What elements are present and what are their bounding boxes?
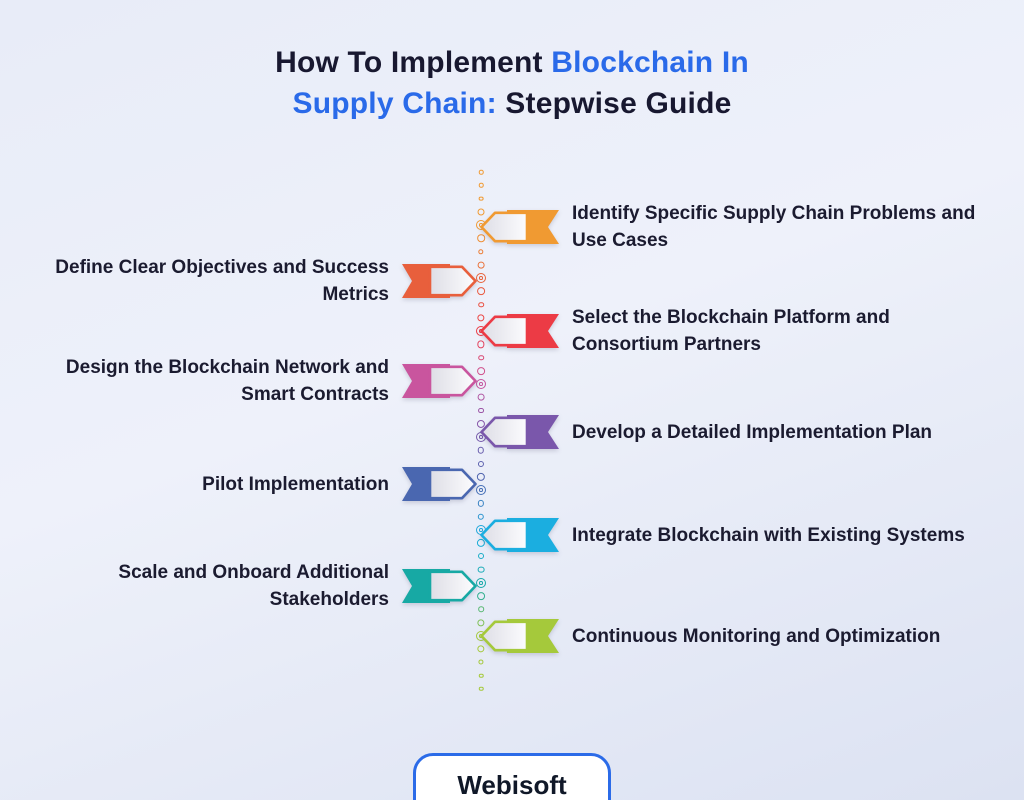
timeline-dot [478, 659, 484, 665]
timeline-dot [477, 460, 485, 467]
title-highlight-2: Supply Chain: [292, 87, 497, 120]
timeline-dot [477, 234, 485, 243]
timeline-dot [476, 538, 486, 548]
timeline-dot [477, 393, 485, 401]
timeline-dot [476, 273, 486, 283]
step-label: Design the Blockchain Network and Smart … [65, 357, 389, 405]
timeline-dot [476, 472, 486, 481]
timeline-dot [477, 500, 485, 507]
timeline-dot [478, 606, 484, 613]
timeline-dot [478, 301, 484, 308]
step-label: Continuous Monitoring and Optimization [572, 625, 941, 647]
timeline-dot [476, 577, 486, 588]
step-row-7: Integrate Blockchain with Existing Syste… [477, 518, 965, 552]
timeline-dot [478, 553, 484, 560]
brand-badge[interactable]: Webisoft [413, 753, 611, 800]
timeline-dot [478, 673, 484, 678]
timeline-dot [478, 354, 484, 361]
step-label: Scale and Onboard Additional Stakeholder… [118, 562, 389, 610]
step-row-9: Continuous Monitoring and Optimization [477, 619, 940, 653]
timeline-dot [478, 248, 484, 255]
title-highlight-1: Blockchain In [551, 46, 749, 79]
timeline-dot [477, 618, 485, 627]
step-row-4: Design the Blockchain Network and Smart … [66, 357, 480, 405]
title-text-dark-2: Stepwise Guide [496, 87, 732, 120]
timeline-dot [477, 261, 485, 269]
timeline-dot [477, 592, 485, 600]
ribbon-marker-icon [477, 619, 559, 653]
timeline-dot [476, 419, 486, 428]
timeline-dot [477, 447, 485, 454]
timeline-dot [478, 686, 484, 691]
ribbon-marker-icon [477, 314, 559, 348]
step-row-6: Pilot Implementation [202, 467, 480, 501]
ribbon-marker-icon [477, 518, 559, 552]
timeline-dot [476, 485, 486, 495]
timeline-dot [477, 566, 485, 573]
timeline-dot [476, 379, 486, 389]
title-text-dark-1: How To Implement [275, 46, 552, 79]
ribbon-marker-icon [477, 415, 559, 449]
timeline-dot [478, 196, 484, 201]
step-row-3: Select the Blockchain Platform and Conso… [477, 307, 890, 355]
step-label: Develop a Detailed Implementation Plan [572, 421, 933, 443]
step-row-2: Define Clear Objectives and Success Metr… [55, 257, 480, 305]
step-label: Integrate Blockchain with Existing Syste… [572, 524, 965, 546]
page-title: How To Implement Blockchain In Supply Ch… [0, 42, 1024, 124]
timeline-dot [477, 314, 485, 322]
timeline-dot [477, 645, 485, 653]
timeline-dot [478, 169, 484, 175]
ribbon-marker-icon [477, 210, 559, 244]
timeline-dot [478, 407, 484, 414]
ribbon-marker-icon [402, 467, 480, 501]
timeline-dot [478, 183, 484, 188]
ribbon-marker-icon [402, 364, 480, 398]
step-label: Identify Specific Supply Chain Problems … [572, 203, 976, 251]
timeline-dot [477, 287, 485, 296]
step-row-5: Develop a Detailed Implementation Plan [477, 415, 932, 449]
timeline-dot [477, 208, 485, 216]
ribbon-marker-icon [402, 264, 480, 298]
timeline-dot [477, 513, 485, 520]
step-row-8: Scale and Onboard Additional Stakeholder… [118, 562, 480, 610]
step-label: Define Clear Objectives and Success Metr… [55, 257, 389, 305]
timeline-dot [477, 366, 485, 375]
brand-name: Webisoft [457, 770, 567, 800]
step-row-1: Identify Specific Supply Chain Problems … [477, 203, 975, 251]
step-label: Select the Blockchain Platform and Conso… [572, 307, 890, 355]
ribbon-marker-icon [402, 569, 480, 603]
timeline-dot [477, 340, 485, 348]
step-label: Pilot Implementation [202, 473, 389, 495]
